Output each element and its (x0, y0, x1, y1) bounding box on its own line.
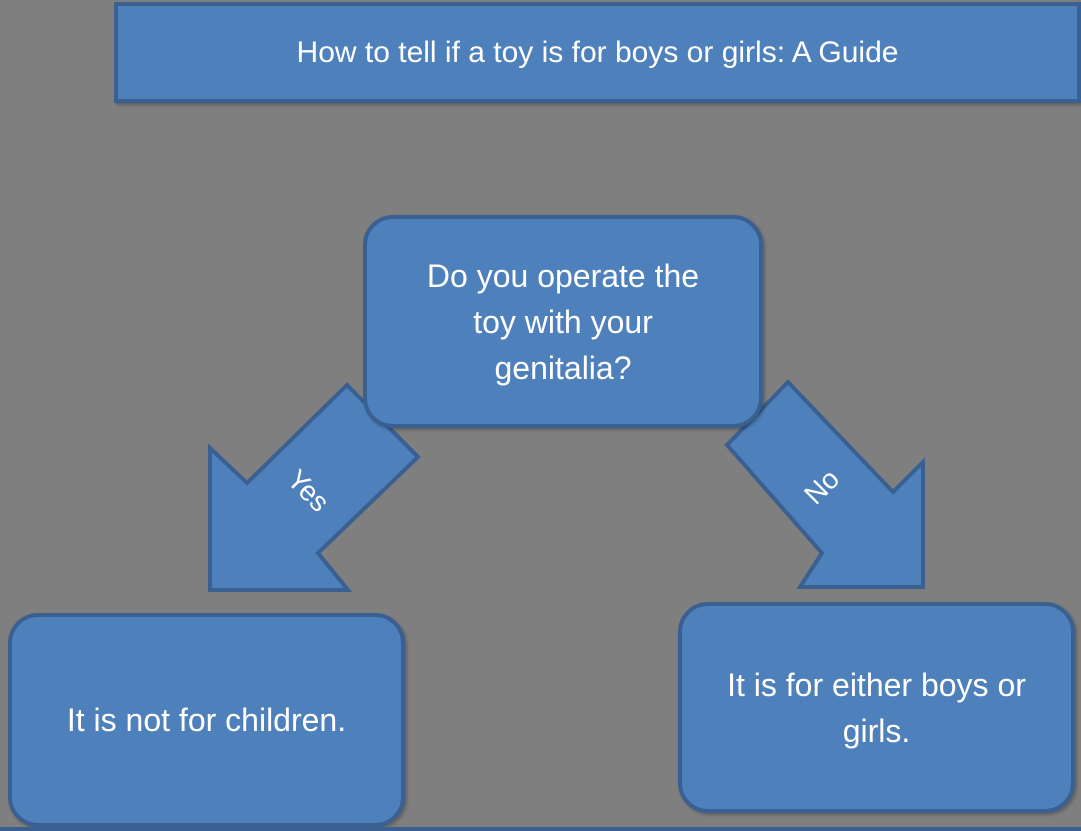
question-node-text: Do you operate the toy with your genital… (426, 257, 700, 386)
no-result-text: It is for either boys or girls. (727, 666, 1026, 749)
title-banner: How to tell if a toy is for boys or girl… (114, 2, 1081, 103)
title-text: How to tell if a toy is for boys or girl… (296, 35, 899, 69)
yes-arrow-shape (208, 382, 421, 592)
yes-result-node: It is not for children. (8, 613, 405, 827)
no-arrow-shape (724, 379, 925, 589)
yes-result-text: It is not for children. (66, 702, 347, 738)
no-result-node: It is for either boys or girls. (678, 602, 1075, 813)
bottom-edge-strip (0, 827, 1081, 831)
question-node: Do you operate the toy with your genital… (363, 215, 763, 428)
